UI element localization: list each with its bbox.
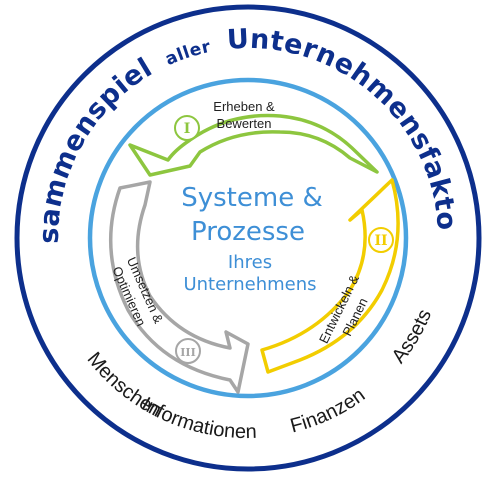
step-1-badge <box>174 115 200 141</box>
svg-text:Assets: Assets <box>388 306 437 367</box>
center-line-3: Ihres <box>228 252 272 273</box>
center-line-4: Unternehmens <box>183 274 316 295</box>
svg-text:Informationen: Informationen <box>138 393 257 443</box>
step-2-badge <box>368 227 394 253</box>
step-1-numeral: I <box>184 121 191 137</box>
step-2-arrow <box>260 178 400 374</box>
step-2-numeral: II <box>374 233 387 249</box>
center-line-2: Prozesse <box>191 217 305 247</box>
svg-text:Finanzen: Finanzen <box>288 384 369 438</box>
step-3-numeral: III <box>180 346 195 359</box>
factor-finanzen: Finanzen <box>288 384 369 438</box>
inner-ring <box>87 77 409 399</box>
center-line-1: Systeme & <box>181 183 323 213</box>
step-3-badge <box>175 338 201 364</box>
factor-informationen: Informationen <box>138 393 257 443</box>
title-connector: aller <box>162 37 212 70</box>
step-1-label-line1: Erheben & <box>213 99 275 114</box>
step-1-label-line2: Bewerten <box>217 116 272 131</box>
factor-assets: Assets <box>388 306 437 367</box>
outer-ring <box>14 4 482 472</box>
